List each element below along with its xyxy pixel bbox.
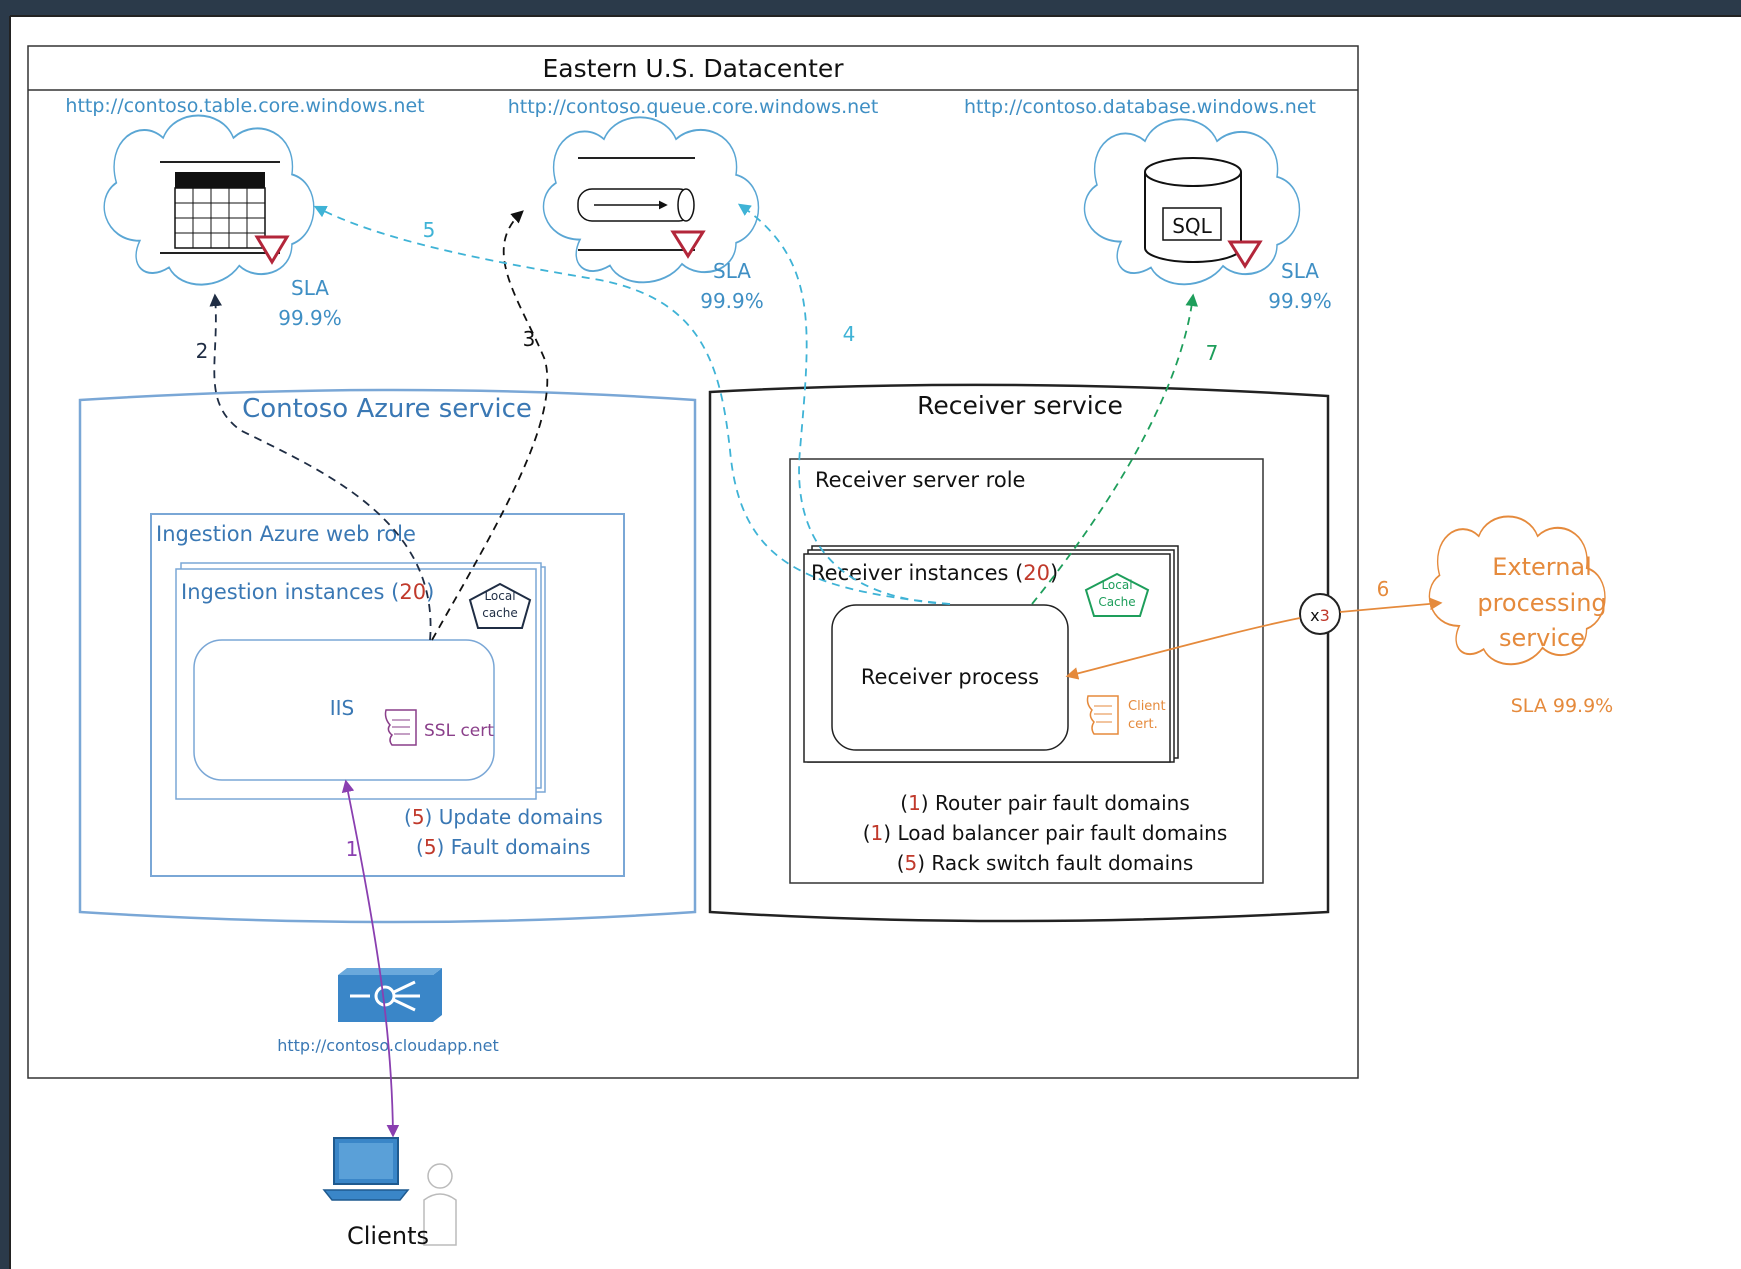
receiver-server-role-title: Receiver server role (815, 468, 1025, 492)
step-label-1: 1 (346, 837, 359, 861)
queue-sla-label: SLA (713, 259, 751, 283)
rack-switch-fault-domains: (5) Rack switch fault domains (897, 851, 1194, 875)
pentagon-icon: Local cache (468, 582, 532, 629)
external-processing-cloud: External processing service (1428, 515, 1607, 666)
flow-arrow-4 (737, 203, 951, 605)
queue-storage-cloud (542, 116, 760, 284)
retry-multiplier-badge (1299, 593, 1341, 635)
iis-label: IIS (330, 696, 355, 720)
client-cert-line1: Client (1128, 699, 1166, 714)
flow-arrow-7 (1031, 293, 1198, 605)
laptop-icon (322, 1137, 410, 1201)
external-sla: SLA 99.9% (1511, 695, 1613, 717)
step-label-2: 2 (196, 339, 209, 363)
datacenter-box: Eastern U.S. Datacenter (27, 45, 1359, 1079)
local-cache-line1: Local (484, 589, 515, 603)
table-icon (160, 161, 280, 254)
receiver-service: Receiver service Receiver server role Re… (708, 383, 1341, 923)
queue-url: http://contoso.queue.core.windows.net (508, 96, 879, 118)
database-cloud: SQL (1083, 118, 1301, 286)
external-line1: External (1492, 553, 1592, 581)
step-label-6: 6 (1377, 577, 1390, 601)
retry-multiplier-label: x3 (1310, 606, 1330, 625)
database-sla-value: 99.9% (1268, 289, 1332, 313)
queue-icon (577, 157, 695, 251)
contoso-service-title: Contoso Azure service (242, 394, 532, 424)
table-storage-cloud (103, 114, 315, 286)
flow-arrow-2 (209, 293, 432, 641)
certificate-icon (1086, 695, 1119, 735)
ingestion-instances-label: Ingestion instances (20) (181, 580, 434, 604)
database-sla-label: SLA (1281, 259, 1319, 283)
step-label-7: 7 (1206, 341, 1219, 365)
sql-label: SQL (1172, 214, 1212, 238)
warning-triangle-icon (670, 230, 706, 259)
queue-sla-value: 99.9% (700, 289, 764, 313)
receiver-process-label: Receiver process (861, 665, 1039, 689)
client-cert-line2: cert. (1128, 717, 1158, 732)
pentagon-icon: Local Cache (1084, 572, 1150, 617)
step-label-5: 5 (423, 218, 436, 242)
receiver-service-title: Receiver service (917, 391, 1123, 420)
receiver-local-cache-line2: Cache (1098, 595, 1135, 609)
receiver-instances-label: Receiver instances (20) (811, 561, 1058, 585)
flow-arrow-5 (313, 205, 951, 605)
step-label-4: 4 (843, 322, 856, 346)
datacenter-title: Eastern U.S. Datacenter (542, 54, 844, 83)
flow-arrow-6b (1339, 597, 1443, 613)
warning-triangle-icon (1227, 240, 1263, 269)
flow-arrow-1 (341, 779, 400, 1138)
load-balancer-fault-domains: (1) Load balancer pair fault domains (863, 821, 1228, 845)
external-line2: processing (1477, 589, 1606, 617)
receiver-local-cache-line1: Local (1101, 578, 1132, 592)
ssl-cert-label: SSL cert (424, 721, 494, 741)
clients-label: Clients (347, 1222, 429, 1250)
router-fault-domains: (1) Router pair fault domains (900, 791, 1190, 815)
step-label-3: 3 (523, 327, 536, 351)
external-line3: service (1499, 624, 1585, 652)
database-url: http://contoso.database.windows.net (964, 96, 1316, 118)
database-icon: SQL (1144, 157, 1242, 263)
local-cache-line2: cache (482, 606, 518, 620)
person-icon (423, 1163, 457, 1246)
update-domains-label: (5) Update domains (404, 805, 603, 829)
web-role-title: Ingestion Azure web role (156, 522, 416, 546)
certificate-icon (384, 709, 417, 746)
contoso-azure-service: Contoso Azure service Ingestion Azure we… (78, 388, 697, 924)
warning-triangle-icon (254, 235, 290, 265)
fault-domains-label: (5) Fault domains (416, 835, 590, 859)
table-sla-label: SLA (291, 276, 329, 300)
flow-arrow-3 (431, 210, 549, 641)
table-sla-value: 99.9% (278, 306, 342, 330)
table-url: http://contoso.table.core.windows.net (65, 95, 424, 117)
flow-arrow-6a (1065, 617, 1301, 680)
load-balancer-icon (338, 968, 442, 1022)
